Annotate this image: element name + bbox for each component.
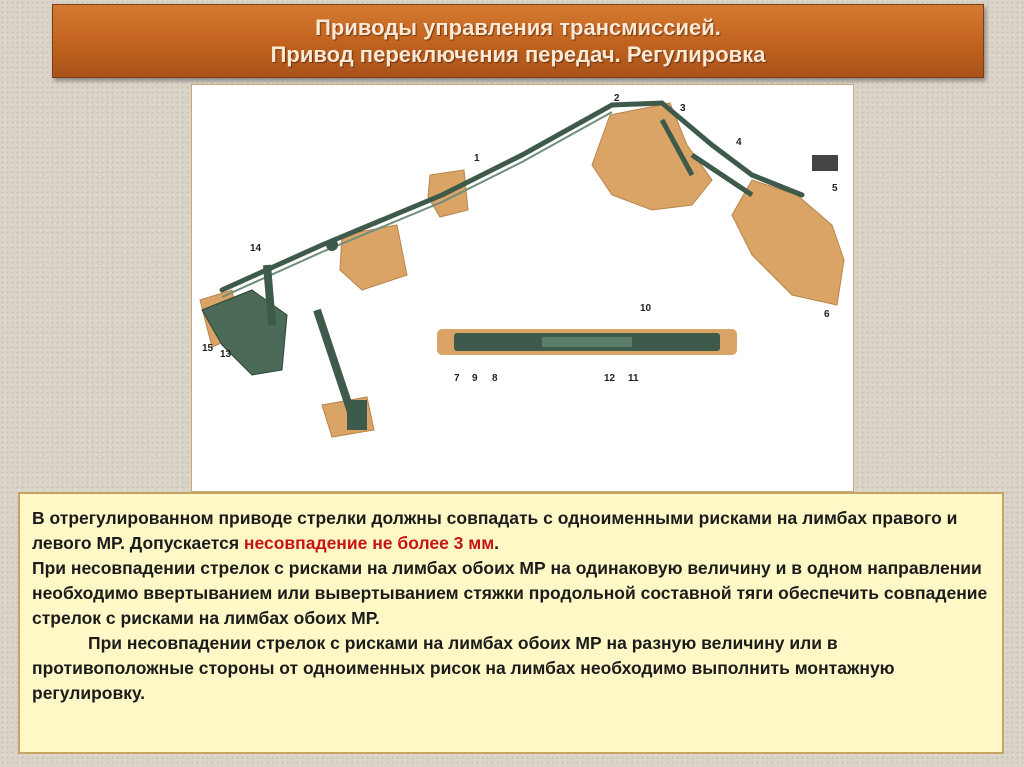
paragraph-1-end: . — [494, 533, 500, 553]
spring-14 — [263, 264, 276, 326]
page-title-line-2: Привод переключения передач. Регулировка — [270, 42, 766, 67]
right-link-4 — [690, 152, 754, 198]
callout-10: 10 — [640, 303, 652, 314]
callout-7: 7 — [454, 373, 460, 384]
left-lever-assembly — [201, 289, 288, 376]
callout-8: 8 — [492, 373, 498, 384]
paragraph-3: При несовпадении стрелок с рисками на ли… — [32, 633, 895, 703]
pedal-base — [347, 400, 367, 430]
main-rod-highlight — [221, 111, 613, 298]
main-rod — [219, 100, 805, 293]
title-banner: Приводы управления трансмиссией. Привод … — [52, 4, 984, 78]
right-panel-lower — [731, 179, 845, 306]
tolerance-highlight: несовпадение не более 3 мм — [243, 533, 495, 553]
part-5-block — [812, 155, 838, 171]
gearshift-drive-illustration: 1 2 3 4 5 6 7 8 9 10 11 12 13 14 15 — [191, 84, 854, 492]
ball-joint — [326, 239, 338, 251]
page-title-line-1: Приводы управления трансмиссией. — [315, 15, 721, 40]
callout-5: 5 — [832, 183, 838, 194]
paragraph-1: В отрегулированном приводе стрелки должн… — [32, 506, 988, 556]
left-bracket-panel — [339, 224, 408, 291]
callout-15: 15 — [202, 343, 214, 354]
paragraph-2: При несовпадении стрелок с рисками на ли… — [32, 558, 988, 628]
spring-13 — [313, 308, 356, 417]
callout-9: 9 — [472, 373, 478, 384]
callout-2: 2 — [614, 93, 620, 104]
paragraph-1-text: В отрегулированном приводе стрелки должн… — [32, 508, 958, 553]
callout-13: 13 — [220, 349, 232, 360]
callout-6: 6 — [824, 309, 830, 320]
rod-tensioner — [542, 337, 632, 347]
callout-12: 12 — [604, 373, 616, 384]
callout-11: 11 — [628, 373, 639, 384]
callout-1: 1 — [474, 153, 480, 164]
linkage-diagram: 1 2 3 4 5 6 7 8 9 10 11 12 13 14 15 — [199, 93, 845, 438]
callout-4: 4 — [736, 137, 742, 148]
callout-3: 3 — [680, 103, 686, 114]
right-link-2 — [659, 118, 695, 177]
adjustment-text-box: В отрегулированном приводе стрелки должн… — [18, 492, 1004, 754]
callout-14: 14 — [250, 243, 262, 254]
